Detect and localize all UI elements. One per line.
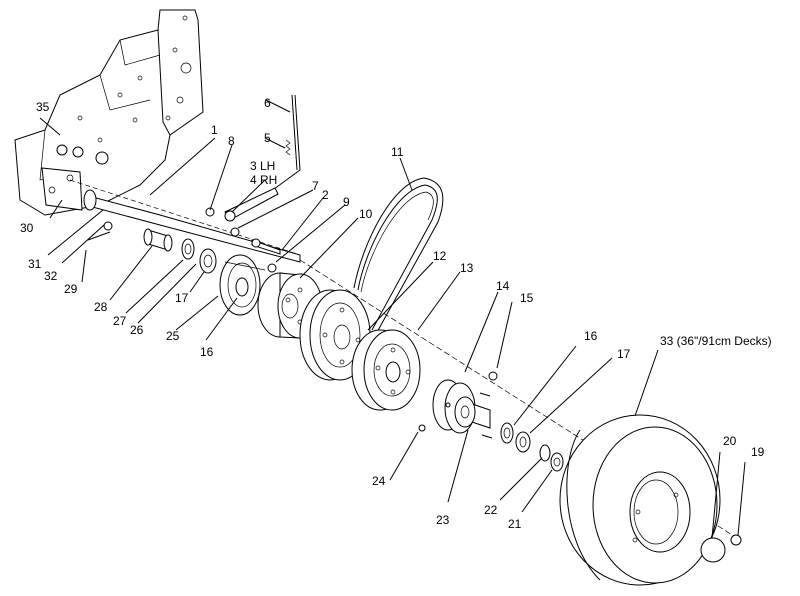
callout-23: 23 <box>436 513 450 527</box>
nut-7 <box>230 227 240 237</box>
callout-9: 9 <box>343 195 350 209</box>
callout-35: 35 <box>36 100 50 114</box>
callout-22: 22 <box>484 503 498 517</box>
callout-7: 7 <box>312 179 319 193</box>
callout-21: 21 <box>508 517 522 531</box>
callout-1: 1 <box>211 123 218 137</box>
sprocket-17a <box>199 248 217 274</box>
nut-9 <box>267 263 277 273</box>
spacer-28 <box>143 228 173 252</box>
callout-17-axle: 17 <box>175 291 189 305</box>
frame-bracket <box>14 9 204 216</box>
callout-11: 11 <box>391 145 404 159</box>
washer-8 <box>205 207 215 217</box>
callout-4-rh: 4 RH <box>250 173 277 187</box>
washer-27 <box>181 238 195 260</box>
callout-32: 32 <box>44 269 58 283</box>
callout-27: 27 <box>113 314 127 328</box>
callout-8: 8 <box>228 134 235 148</box>
callout-15: 15 <box>520 291 534 305</box>
callout-31: 31 <box>28 257 42 271</box>
callout-29: 29 <box>64 282 78 296</box>
callout-2: 2 <box>322 188 329 202</box>
axle-shaft <box>69 179 301 263</box>
hub-14 <box>432 379 493 439</box>
callout-16-axle: 16 <box>200 345 214 359</box>
callout-33: 33 (36"/91cm Decks) <box>660 334 772 348</box>
callout-17-wheel: 17 <box>617 347 631 361</box>
callout-labels: 35 1 8 6 5 3 LH 4 RH 7 2 9 10 11 12 13 1… <box>20 96 772 531</box>
screw-24 <box>418 424 426 432</box>
callout-14: 14 <box>496 279 510 293</box>
leader-lines <box>39 99 746 539</box>
callout-5: 5 <box>264 131 271 145</box>
callout-26: 26 <box>130 323 144 337</box>
pulley-12 <box>299 289 371 381</box>
callout-12: 12 <box>433 249 447 263</box>
pulley-13 <box>351 329 421 411</box>
callout-24: 24 <box>372 474 386 488</box>
sprocket-17b <box>515 431 531 453</box>
brake-lever-3-4 <box>224 187 279 222</box>
pin-29 <box>87 231 111 241</box>
bolt-32 <box>103 221 113 231</box>
spring-5 <box>285 139 291 156</box>
nut-19 <box>730 534 742 546</box>
bolt-2 <box>251 238 281 255</box>
callout-13: 13 <box>460 261 474 275</box>
sprocket-21 <box>550 452 564 472</box>
callout-16-wheel: 16 <box>584 329 598 343</box>
washer-22 <box>539 444 551 462</box>
callout-3-lh: 3 LH <box>250 159 275 173</box>
callout-10: 10 <box>359 207 373 221</box>
wheel-33 <box>559 414 721 586</box>
cap-20 <box>700 537 726 563</box>
callout-19: 19 <box>751 445 765 459</box>
nut-15 <box>488 371 498 381</box>
brake-disc-25 <box>219 254 266 316</box>
callout-25: 25 <box>166 329 180 343</box>
v-belt-11 <box>353 177 444 335</box>
callout-20: 20 <box>723 434 737 448</box>
callout-30: 30 <box>20 221 34 235</box>
bearing-16b <box>500 422 514 444</box>
callout-28: 28 <box>94 300 108 314</box>
callout-6: 6 <box>264 96 271 110</box>
